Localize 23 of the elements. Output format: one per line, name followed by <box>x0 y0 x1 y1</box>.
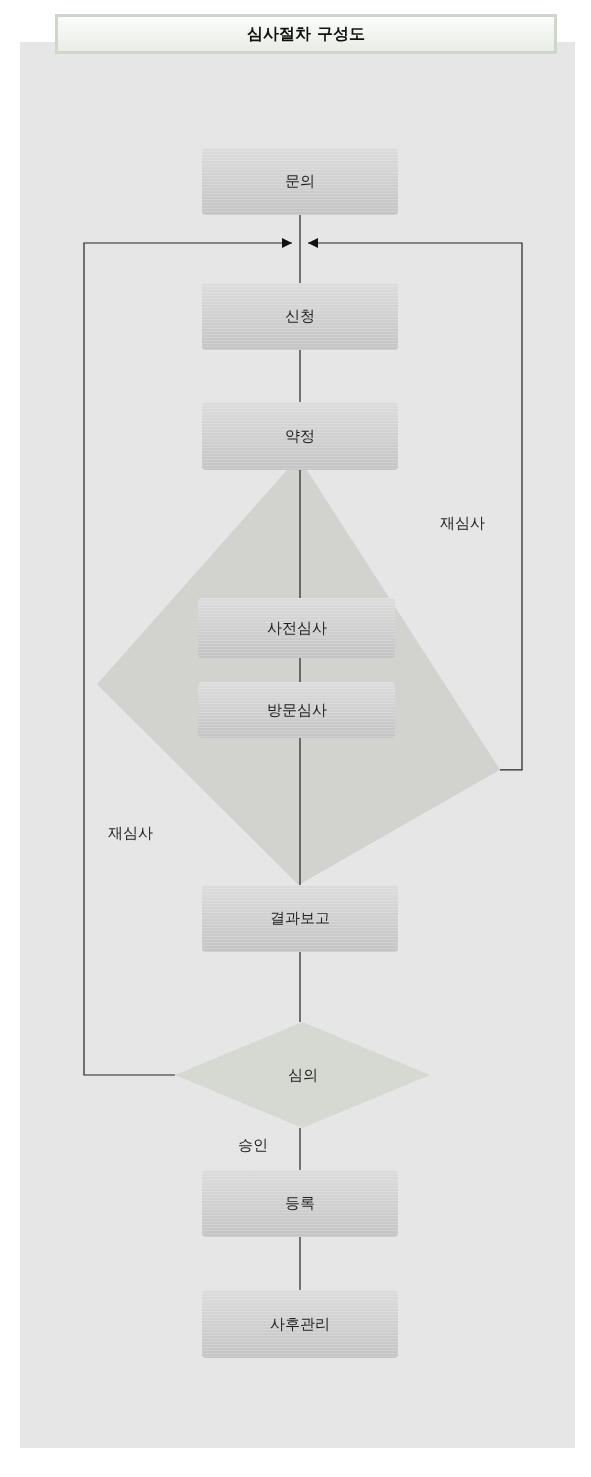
process-box: 방문심사 <box>198 682 395 738</box>
decision-diamond: 심의 <box>175 1022 430 1128</box>
title-banner: 심사절차 구성도 <box>55 14 557 54</box>
connector-line <box>299 657 301 683</box>
process-box: 사후관리 <box>202 1290 398 1358</box>
connector-line <box>299 1127 301 1171</box>
process-box: 결과보고 <box>202 885 398 952</box>
edge-label: 재심사 <box>438 514 487 533</box>
process-box: 등록 <box>202 1170 398 1237</box>
connector-line <box>299 469 301 599</box>
connector-line <box>299 951 301 1023</box>
process-box: 사전심사 <box>198 598 395 658</box>
arrow <box>307 238 523 771</box>
arrow <box>83 238 293 1076</box>
process-box: 약정 <box>202 402 398 470</box>
connector-line <box>299 214 301 284</box>
edge-label: 재심사 <box>106 824 155 843</box>
process-box: 신청 <box>202 283 398 350</box>
connector-line <box>299 737 301 886</box>
process-box: 문의 <box>202 148 398 215</box>
connector-line <box>299 1236 301 1291</box>
edge-label: 승인 <box>236 1136 270 1155</box>
connector-line <box>299 349 301 403</box>
